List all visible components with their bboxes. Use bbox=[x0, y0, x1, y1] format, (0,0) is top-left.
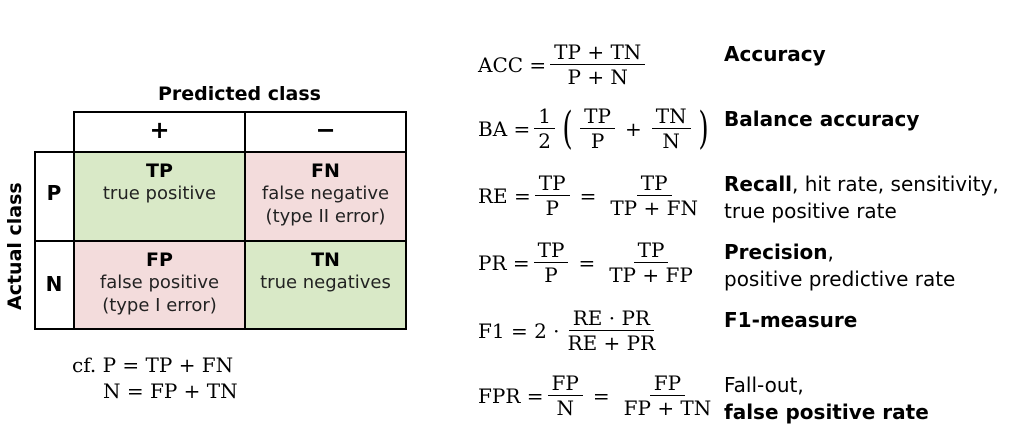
pr-num-2: TP bbox=[633, 238, 669, 263]
precision-label-line2: positive predictive rate bbox=[724, 267, 956, 291]
cell-fp: FP false positive (type I error) bbox=[74, 241, 245, 329]
cf-line-1: cf. P = TP + FN bbox=[72, 353, 234, 377]
fpr-label-bold: false positive rate bbox=[724, 400, 929, 424]
row-header-p: P bbox=[46, 181, 62, 205]
pr-eq: = bbox=[578, 250, 596, 275]
fpr-lhs: FPR = bbox=[478, 383, 544, 408]
pr-den-1: P bbox=[544, 263, 558, 287]
ba-lhs: BA = bbox=[478, 116, 531, 141]
label-balance-accuracy: Balance accuracy bbox=[724, 106, 919, 133]
fp-desc-2: (type I error) bbox=[102, 295, 217, 316]
label-accuracy: Accuracy bbox=[724, 41, 826, 68]
tn-abbr: TN bbox=[311, 249, 340, 271]
pr-den-2: TP + FP bbox=[609, 263, 693, 287]
grid-line bbox=[74, 111, 407, 113]
f1-numerator: RE · PR bbox=[568, 306, 654, 331]
fn-desc-2: (type II error) bbox=[265, 206, 386, 227]
re-den-1: P bbox=[545, 196, 559, 220]
actual-class-title: Actual class bbox=[4, 182, 26, 310]
tp-abbr: TP bbox=[146, 160, 173, 182]
acc-denominator: P + N bbox=[567, 65, 628, 89]
fp-desc-1: false positive bbox=[99, 272, 220, 293]
label-precision: Precision, positive predictive rate bbox=[724, 239, 955, 293]
grid-line bbox=[73, 111, 75, 330]
fpr-label-line1: Fall-out, bbox=[724, 373, 804, 397]
cell-fn: FN false negative (type II error) bbox=[245, 152, 406, 241]
pr-num-1: TP bbox=[533, 238, 569, 263]
fpr-den-2: FP + TN bbox=[623, 396, 712, 420]
ba-a-num: TP bbox=[580, 104, 615, 129]
recall-label-rest: , hit rate, sensitivity, bbox=[792, 172, 999, 196]
ba-half-num: 1 bbox=[534, 104, 555, 129]
col-header-minus: − bbox=[315, 116, 336, 144]
fn-desc-1: false negative bbox=[261, 183, 390, 204]
label-recall: Recall, hit rate, sensitivity, true posi… bbox=[724, 171, 999, 225]
acc-numerator: TP + TN bbox=[550, 40, 646, 65]
right-paren: ) bbox=[698, 102, 709, 154]
recall-label-bold: Recall bbox=[724, 172, 793, 196]
label-f1: F1-measure bbox=[724, 307, 857, 334]
ba-b-num: TN bbox=[651, 104, 691, 129]
precision-label-bold: Precision bbox=[724, 240, 828, 264]
cell-tn: TN true negatives bbox=[245, 241, 406, 329]
recall-label-line2: true positive rate bbox=[724, 199, 897, 223]
predicted-class-title: Predicted class bbox=[158, 83, 321, 105]
label-fpr: Fall-out, false positive rate bbox=[724, 372, 929, 426]
ba-b-den: N bbox=[662, 129, 680, 153]
grid-line bbox=[244, 111, 246, 330]
col-header-plus: + bbox=[149, 116, 170, 144]
accuracy-label: Accuracy bbox=[724, 42, 826, 66]
re-eq: = bbox=[579, 183, 597, 208]
fpr-den-1: N bbox=[556, 396, 574, 420]
ba-plus: + bbox=[624, 116, 642, 141]
grid-line bbox=[34, 328, 407, 330]
f1-lhs: F1 = 2 · bbox=[478, 318, 560, 343]
re-num-1: TP bbox=[534, 171, 570, 196]
ba-a-den: P bbox=[590, 129, 605, 153]
left-paren: ( bbox=[562, 102, 573, 154]
balance-accuracy-label: Balance accuracy bbox=[724, 107, 920, 131]
grid-line bbox=[34, 240, 407, 242]
tn-desc: true negatives bbox=[260, 272, 391, 293]
fpr-num-2: FP bbox=[649, 371, 686, 396]
tp-desc: true positive bbox=[102, 183, 217, 204]
pr-lhs: PR = bbox=[478, 250, 530, 275]
fpr-num-1: FP bbox=[547, 371, 583, 396]
fn-abbr: FN bbox=[311, 160, 340, 182]
cf-line-2: N = FP + TN bbox=[103, 379, 238, 403]
fpr-eq: = bbox=[592, 383, 610, 408]
cell-tp: TP true positive bbox=[74, 152, 245, 241]
f1-denominator: RE + PR bbox=[567, 331, 656, 355]
re-den-2: TP + FN bbox=[610, 196, 698, 220]
re-lhs: RE = bbox=[478, 183, 531, 208]
row-header-n: N bbox=[45, 272, 63, 296]
grid-line bbox=[405, 111, 407, 330]
ba-half-den: 2 bbox=[538, 129, 551, 153]
precision-label-rest: , bbox=[827, 240, 834, 264]
f1-label: F1-measure bbox=[724, 308, 858, 332]
cf-definitions: cf. P = TP + FN N = FP + TN bbox=[72, 352, 238, 404]
re-num-2: TP bbox=[636, 171, 672, 196]
grid-line bbox=[34, 151, 407, 153]
grid-line bbox=[34, 151, 36, 330]
acc-lhs: ACC = bbox=[478, 52, 547, 77]
fp-abbr: FP bbox=[146, 249, 173, 271]
